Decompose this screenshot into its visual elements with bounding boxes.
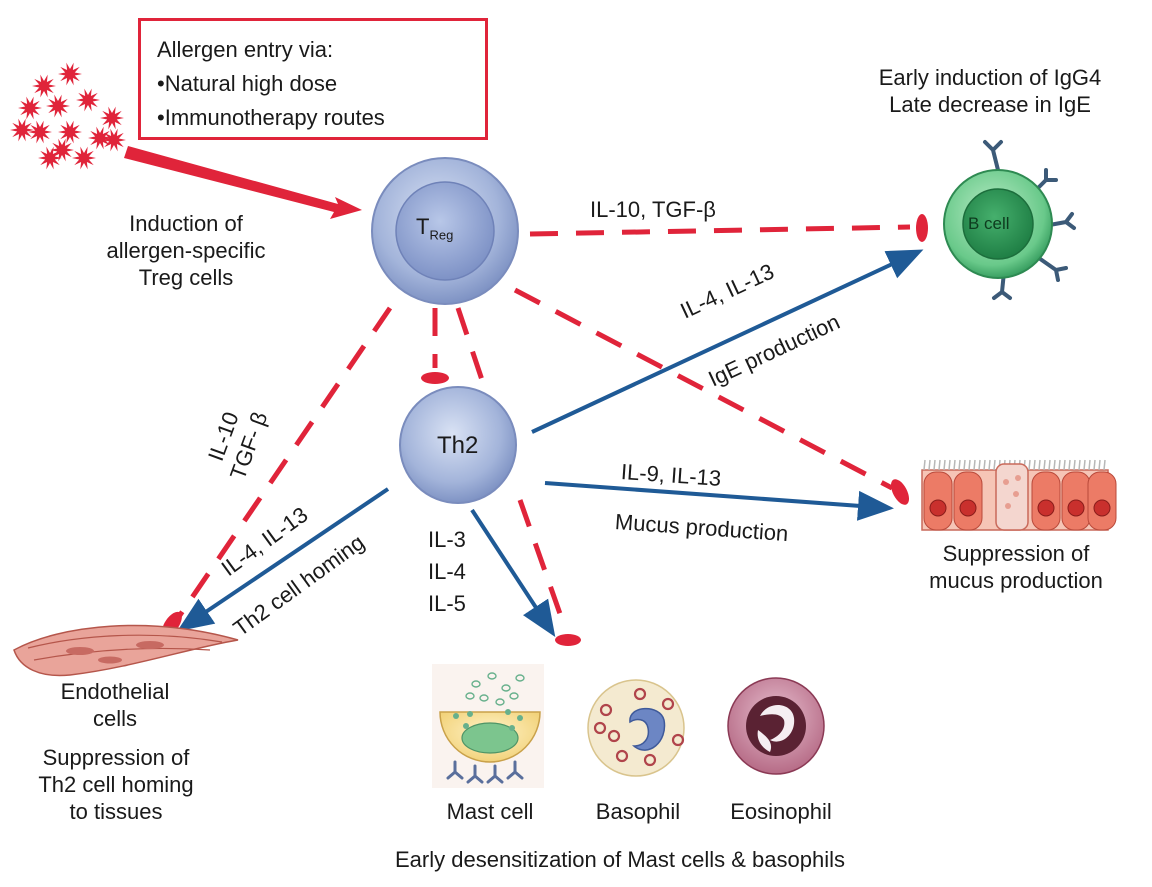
th2-to-mucus-arrow — [544, 481, 894, 521]
treg-cell — [371, 157, 519, 305]
endothelial-caption: Suppression of Th2 cell homing to tissue… — [26, 744, 206, 825]
endothelial-caption-line-3: to tissues — [69, 799, 163, 824]
mast-cytokine-3: IL-5 — [428, 591, 466, 616]
mucus-caption: Suppression of mucus production — [906, 540, 1126, 594]
treg-induction-line-3: Treg cells — [138, 265, 234, 290]
epithelium-cells — [921, 459, 1117, 531]
basophil-label: Basophil — [595, 799, 681, 824]
allergen-particle — [46, 94, 70, 118]
allergen-particle — [76, 88, 100, 112]
allergen-particle — [100, 106, 124, 130]
suppression-lines — [175, 224, 911, 629]
treg-to-th2-line-2 — [455, 307, 489, 393]
allergen-entry-box: Allergen entry via: •Natural high dose •… — [138, 18, 488, 140]
bcell-block-bar — [916, 214, 928, 242]
treg-induction-caption: Induction of allergen-specific Treg cell… — [86, 210, 286, 291]
treg-to-bcell-line — [529, 224, 911, 237]
th2-to-mast-arrow — [470, 508, 556, 638]
allergen-particle — [58, 62, 82, 86]
eosinophil-illustration — [727, 677, 825, 775]
allergen-particle — [50, 138, 74, 162]
endothelial-name: Endothelial cells — [30, 678, 200, 732]
endothelial-name-line-2: cells — [92, 706, 137, 731]
mast-cytokine-1: IL-3 — [428, 527, 466, 552]
mucus-caption-line-2: mucus production — [929, 568, 1103, 593]
th2-to-mast-line — [517, 499, 568, 629]
allergen-particle — [10, 118, 34, 142]
th2-to-endothelial-arrow — [177, 487, 390, 632]
treg-to-mucus-line — [513, 287, 894, 491]
treg-bcell-cytokines: IL-10, TGF-β — [590, 197, 716, 222]
allergen-particle — [88, 126, 112, 150]
allergen-particles — [10, 62, 126, 170]
allergen-entry-item-immunotherapy: •Immunotherapy routes — [157, 105, 385, 130]
granulocyte-caption: Early desensitization of Mast cells & ba… — [395, 847, 845, 872]
th2-to-bcell-arrow — [531, 249, 924, 434]
mast-cell-illustration — [432, 664, 544, 788]
endothelial-caption-line-1: Suppression of — [42, 745, 190, 770]
activation-arrows — [177, 249, 924, 638]
b-cell-caption: Early induction of IgG4 Late decrease in… — [860, 64, 1120, 118]
b-cell-caption-line-1: Early induction of IgG4 — [878, 65, 1102, 90]
th2-cell-label: Th2 — [437, 432, 479, 459]
treg-cell-label: TReg — [416, 214, 453, 242]
treg-induction-line-2: allergen-specific — [106, 238, 266, 263]
treg-label-main: T — [416, 214, 430, 239]
eosinophil-label: Eosinophil — [730, 799, 832, 824]
th2-cell — [399, 386, 517, 504]
allergen-particle — [58, 120, 82, 144]
allergen-particle — [72, 146, 96, 170]
allergen-entry-heading: Allergen entry via: — [157, 37, 334, 62]
allergen-particle — [32, 74, 56, 98]
b-cell-label: B cell — [968, 214, 1010, 233]
endothelial-name-line-1: Endothelial — [60, 679, 170, 704]
allergen-particle — [102, 128, 126, 152]
treg-to-endothelial-line — [175, 306, 393, 620]
treg-induction-line-1: Induction of — [129, 211, 243, 236]
endothelial-caption-line-2: Th2 cell homing — [38, 772, 194, 797]
mucus-caption-line-1: Suppression of — [942, 541, 1090, 566]
allergen-particle — [18, 96, 42, 120]
b-cell-caption-line-2: Late decrease in IgE — [889, 92, 1091, 117]
mast-cell-label: Mast cell — [446, 799, 534, 824]
mucus-block-bar — [890, 479, 910, 505]
allergen-particle — [38, 146, 62, 170]
treg-label-sub: Reg — [429, 227, 454, 243]
b-cell — [943, 140, 1076, 300]
basophil-illustration — [587, 679, 685, 777]
endothelial-cells — [13, 624, 239, 677]
allergen-entry-item-natural: •Natural high dose — [157, 71, 338, 96]
mast-block-bar — [555, 634, 581, 646]
allergen-particle — [28, 120, 52, 144]
allergen-entry-arrow — [124, 146, 362, 219]
th2-mast-cytokines: IL-3 IL-4 IL-5 — [428, 524, 466, 620]
mast-cytokine-2: IL-4 — [428, 559, 466, 584]
th2-block-bar — [421, 372, 449, 384]
